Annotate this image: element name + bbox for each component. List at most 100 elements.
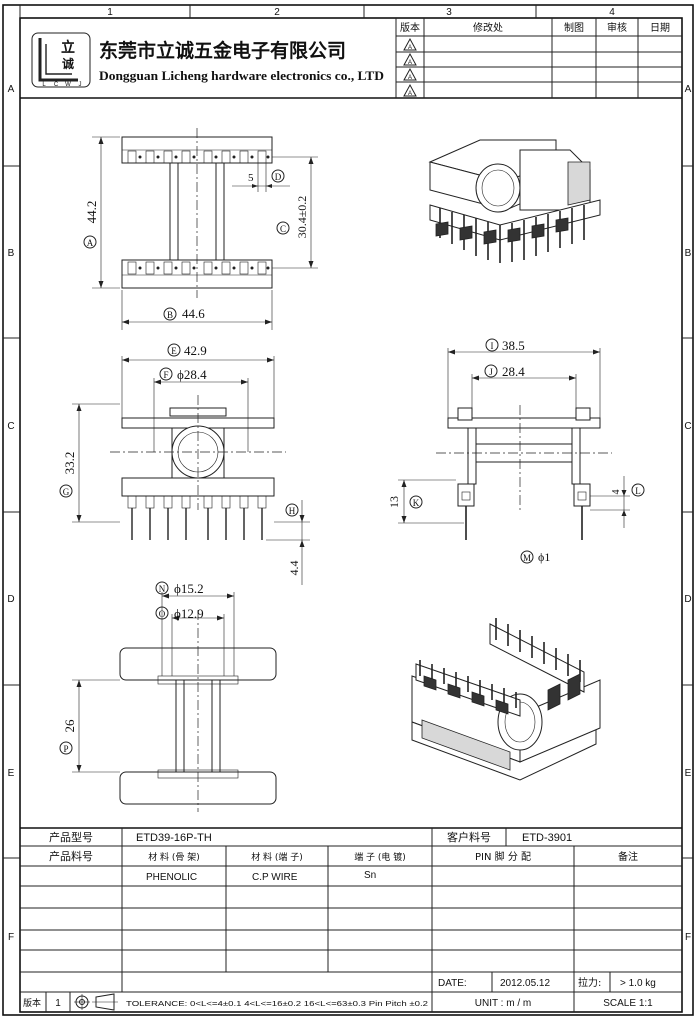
zone-row-e-right: E <box>685 768 692 779</box>
scale-text: SCALE 1:1 <box>603 998 653 1009</box>
unit-text: UNIT : m / m <box>475 998 531 1009</box>
customer-part-label: 客户料号 <box>447 830 491 844</box>
zone-row-c-right: C <box>684 421 691 432</box>
dim-e-value: 42.9 <box>184 343 207 358</box>
projection-symbol-icon <box>74 993 118 1011</box>
product-part-label: 产品料号 <box>49 849 93 863</box>
dim-k-value: 13 <box>387 496 401 508</box>
dim-i-value: 38.5 <box>502 338 525 353</box>
version-label: 版本 <box>23 997 41 1009</box>
zone-row-d: D <box>7 594 14 605</box>
logo-letter-w: W <box>65 82 71 88</box>
zone-row-b: B <box>8 248 15 259</box>
dim-c-letter: C <box>280 224 286 234</box>
dim-k-letter: K <box>413 498 420 508</box>
dim-a-value: 44.2 <box>84 201 99 224</box>
zone-row-c: C <box>7 421 14 432</box>
customer-part-value: ETD-3901 <box>522 832 572 844</box>
zone-col-1: 1 <box>107 7 113 18</box>
zone-row-e: E <box>8 768 15 779</box>
rev-header-date: 日期 <box>650 22 670 34</box>
tension-label: 拉力: <box>578 976 601 989</box>
pin-assign-label: PIN 脚 分 配 <box>475 850 531 863</box>
tolerance-text: TOLERANCE: 0<L<=4±0.1 4<L<=16±0.2 16<L<=… <box>126 999 428 1008</box>
rev-header-checked: 审核 <box>607 21 627 34</box>
dim-a-letter: A <box>87 238 94 248</box>
svg-text:A: A <box>408 91 412 97</box>
logo-char-cheng: 诚 <box>62 56 74 71</box>
dim-d-value: 5 <box>248 172 254 184</box>
rev-triangle-4: A <box>403 83 417 97</box>
dim-j-letter: J <box>489 367 493 377</box>
dim-o-value: ϕ12.9 <box>174 606 204 621</box>
dim-n-value: ϕ15.2 <box>174 581 204 596</box>
dim-c-label-circle <box>276 221 290 235</box>
rev-header-drawn: 制图 <box>564 21 584 34</box>
dim-m-letter: M <box>523 553 531 563</box>
svg-text:A: A <box>408 60 412 66</box>
rev-header-change: 修改处 <box>473 21 503 34</box>
dim-c-value: 30.4±0.2 <box>295 196 309 239</box>
isometric-view-bottom <box>411 618 601 781</box>
company-logo: 立 诚 L C W J <box>31 32 91 88</box>
dim-j-value: 28.4 <box>502 364 525 379</box>
dim-g-value: 33.2 <box>62 452 77 475</box>
dim-o-letter: O <box>159 609 166 619</box>
dim-b-value: 44.6 <box>182 306 205 321</box>
material-pin-label: 材 料 (端 子) <box>251 851 303 863</box>
logo-letter-j: J <box>79 82 82 88</box>
material-pin-value: C.P WIRE <box>252 872 298 883</box>
title-block: 产品型号 ETD39-16P-TH 客户料号 ETD-3901 产品料号 材 料… <box>20 827 682 1012</box>
logo-letter-l: L <box>42 82 46 88</box>
zone-col-3: 3 <box>446 7 452 18</box>
plating-value: Sn <box>364 870 376 881</box>
front-pins <box>127 495 267 540</box>
view-side: I 38.5 J 28.4 13 K 4 L M ϕ1 <box>387 338 645 564</box>
view-top: 44.2 A B 44.6 30.4±0.2 C 5 D <box>83 128 318 330</box>
isometric-view-top <box>428 139 601 263</box>
dim-n-letter: N <box>159 584 166 594</box>
view-bottom: N ϕ15.2 O ϕ12.9 26 P <box>59 581 277 812</box>
dim-f-value: ϕ28.4 <box>177 367 207 382</box>
logo-letter-c: C <box>54 82 59 88</box>
company-name-en: Dongguan Licheng hardware electronics co… <box>99 68 384 83</box>
zone-row-b-right: B <box>685 248 692 259</box>
zone-row-f-right: F <box>685 932 691 943</box>
company-header: 立 诚 L C W J 东莞市立诚五金电子有限公司 Dongguan Liche… <box>20 18 682 99</box>
svg-text:A: A <box>408 75 412 81</box>
top-flange-pins <box>127 150 270 164</box>
dim-l-value: 4 <box>611 490 622 495</box>
drawing-frame: 1 2 3 4 A B C D E F A B C D E F <box>2 4 694 1016</box>
plating-label: 端 子 (电 镀) <box>354 851 406 863</box>
rev-triangle-3: A <box>403 67 417 81</box>
date-label: DATE: <box>438 978 467 989</box>
dim-h-letter: H <box>289 506 296 516</box>
revision-table: 版本 修改处 制图 审核 日期 A A A A <box>396 18 682 98</box>
company-name-cn: 东莞市立诚五金电子有限公司 <box>99 39 346 62</box>
dim-d-label-circle <box>271 169 285 183</box>
dim-b-label-circle <box>163 307 177 321</box>
rev-triangle-1: A <box>403 37 417 51</box>
dim-i-letter: I <box>491 341 494 351</box>
rev-header-version: 版本 <box>400 21 420 34</box>
view-front: E 42.9 F ϕ28.4 33.2 G H 4.4 <box>59 343 310 585</box>
tension-value: > 1.0 kg <box>620 978 656 989</box>
dim-f-letter: F <box>163 370 168 380</box>
product-model-value: ETD39-16P-TH <box>136 832 212 844</box>
zone-col-4: 4 <box>609 7 615 18</box>
zone-col-2: 2 <box>274 7 280 18</box>
dim-a-label-circle <box>83 235 97 249</box>
dim-p-value: 26 <box>62 719 77 733</box>
dim-b-letter: B <box>167 310 173 320</box>
zone-row-d-right: D <box>684 594 691 605</box>
zone-row-a: A <box>8 84 15 95</box>
logo-char-li: 立 <box>61 39 75 56</box>
dim-d-letter: D <box>275 172 282 182</box>
date-value: 2012.05.12 <box>500 978 550 989</box>
bottom-flange-pins <box>127 261 270 275</box>
dim-h-value: 4.4 <box>287 561 301 576</box>
zone-row-f: F <box>8 932 14 943</box>
material-frame-label: 材 料 (骨 架) <box>148 851 200 863</box>
zone-row-a-right: A <box>685 84 692 95</box>
